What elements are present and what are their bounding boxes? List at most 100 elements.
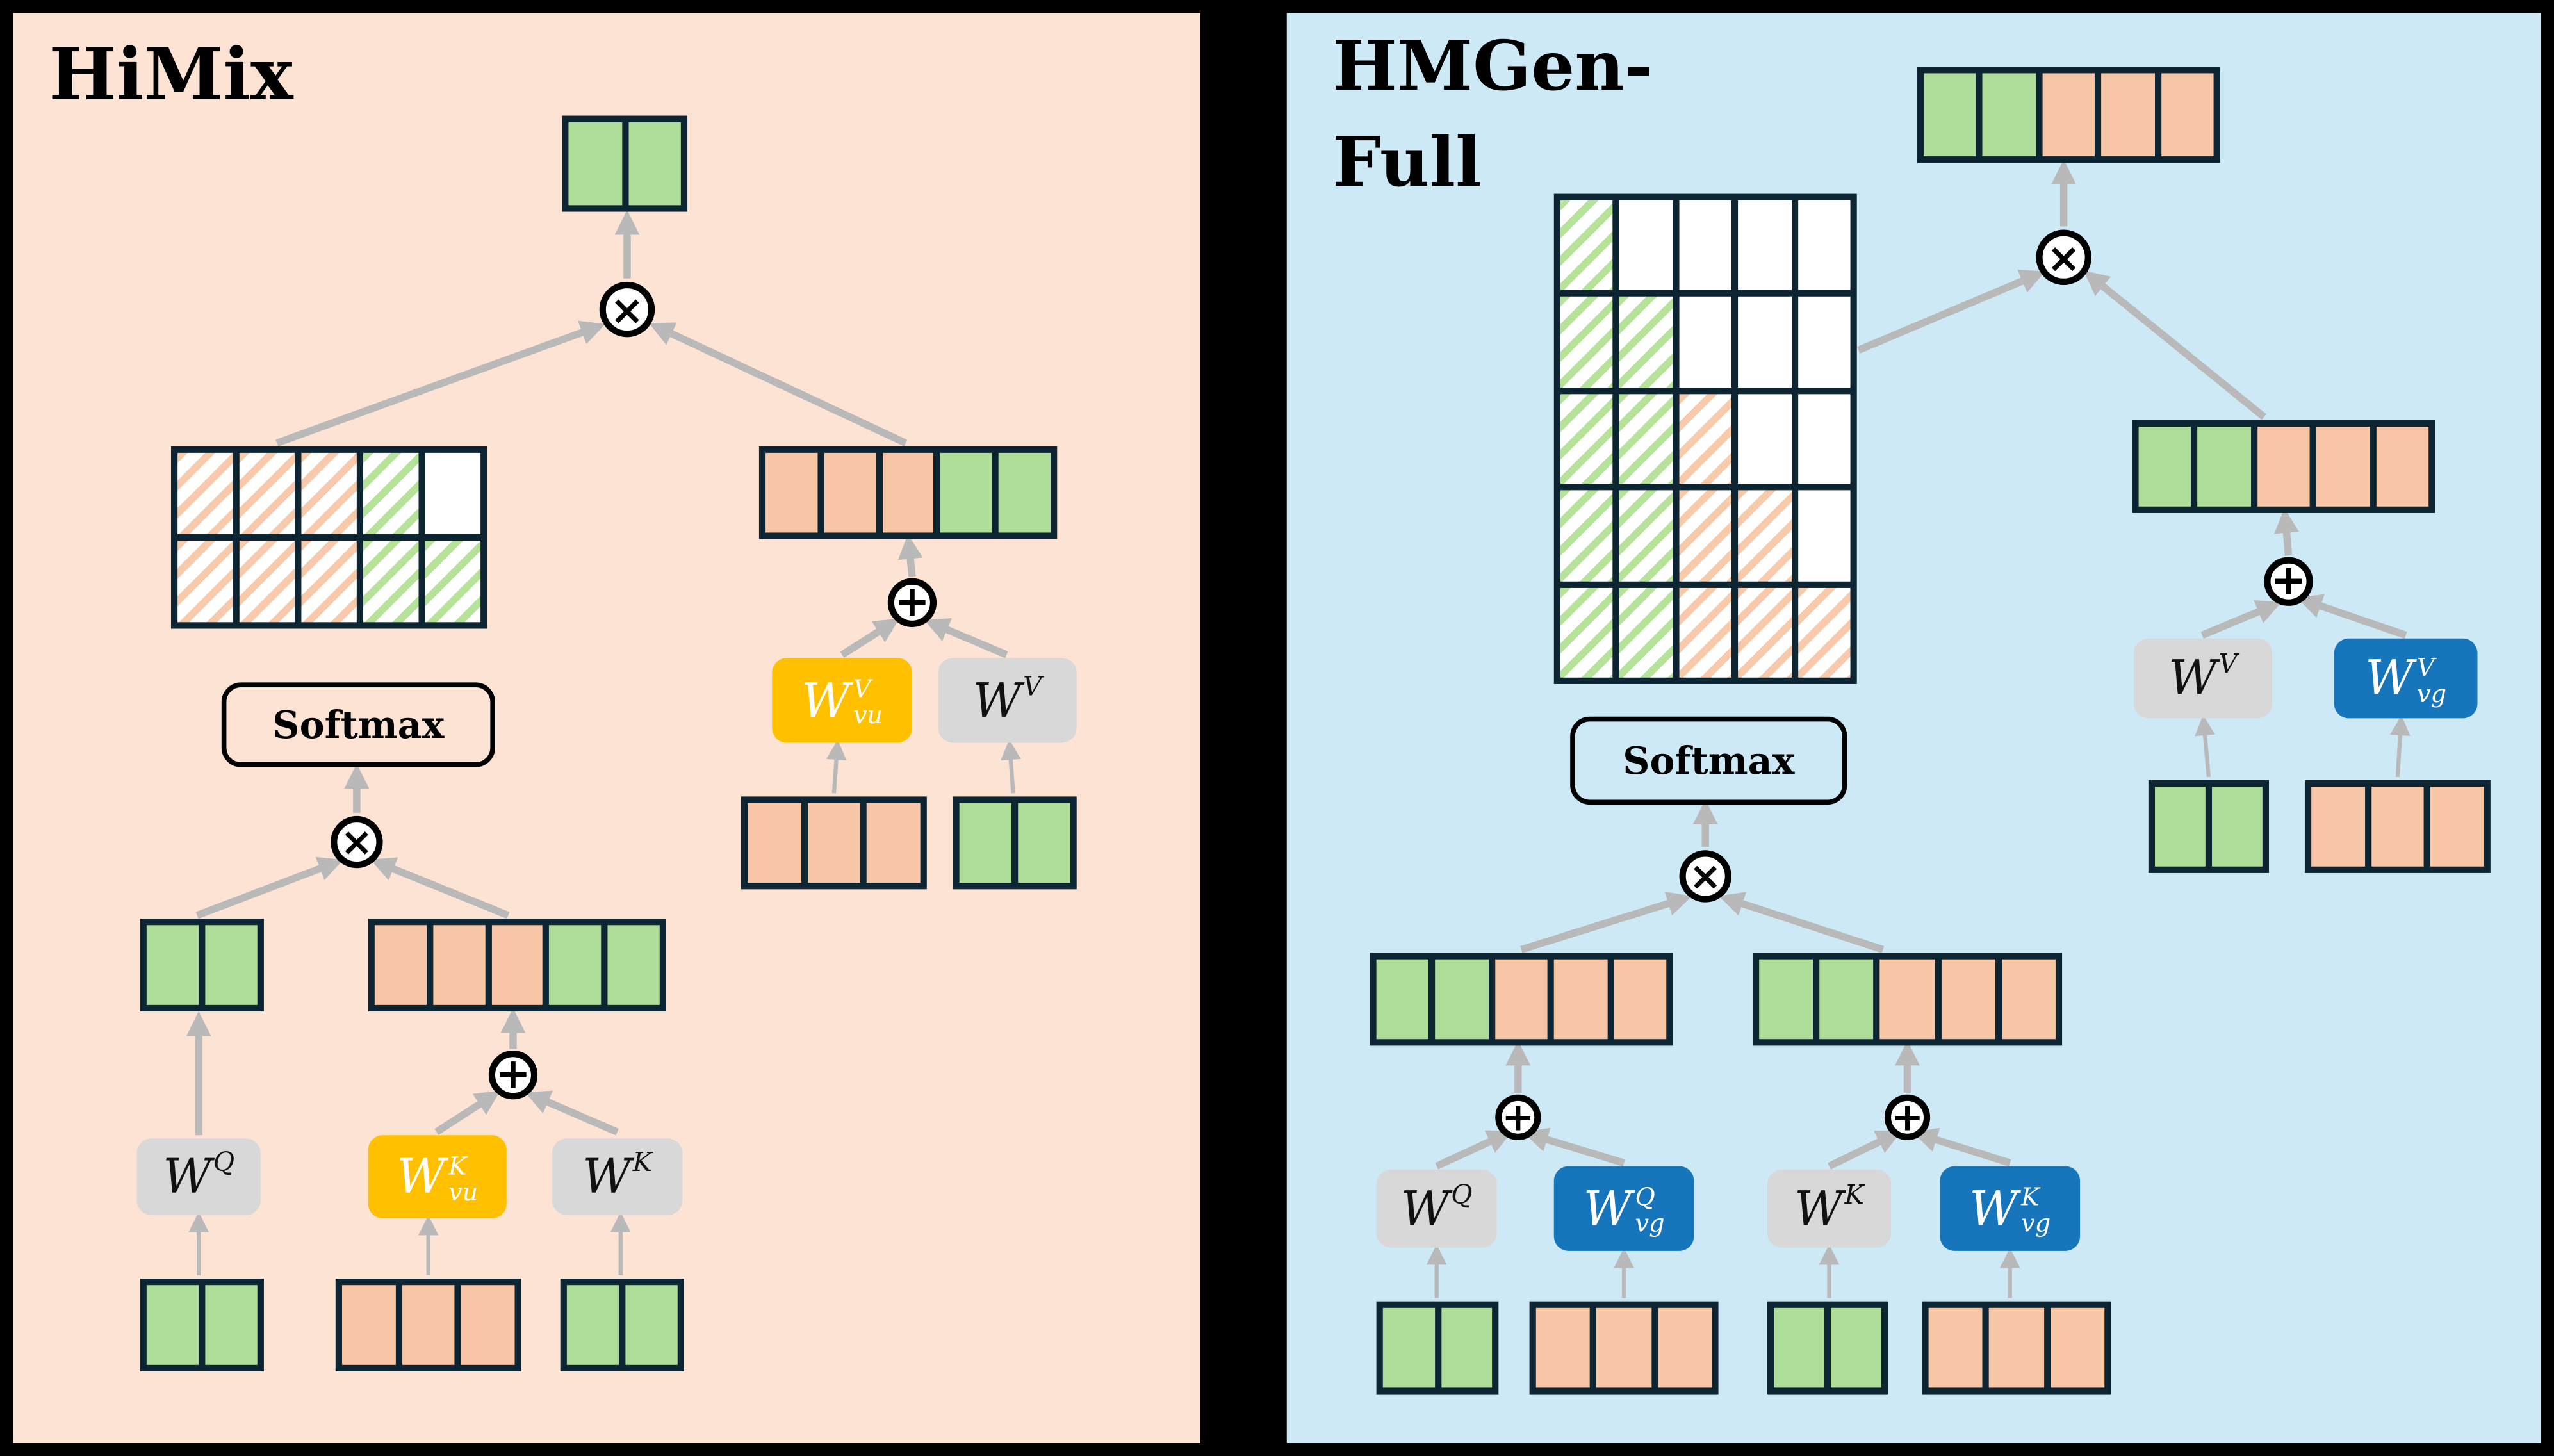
arrow <box>1520 891 1692 953</box>
himix-value-mix-block <box>758 446 1058 539</box>
token-cell-w <box>1738 200 1792 291</box>
weight-sup: V <box>2218 648 2238 680</box>
arrow <box>2296 594 2407 639</box>
add-op-circle: + <box>2264 557 2313 606</box>
token-cell-oh <box>1679 587 1732 678</box>
weight-base: W <box>397 1148 445 1204</box>
token-cell-g <box>1759 959 1813 1040</box>
token-cell-g <box>2198 427 2251 507</box>
token-cell-o <box>748 803 801 883</box>
add-symbol: + <box>894 578 930 627</box>
weight-base: W <box>801 671 850 728</box>
add-op-circle: + <box>488 1051 538 1100</box>
token-cell-oh <box>239 541 295 623</box>
token-cell-gh <box>1560 297 1614 388</box>
arrow <box>370 857 510 919</box>
token-cell-g <box>625 1285 678 1365</box>
token-cell-o <box>461 1285 515 1365</box>
token-cell-oh <box>301 541 357 623</box>
arrow <box>897 534 923 577</box>
arrow <box>1719 892 1885 953</box>
arrow <box>840 618 900 658</box>
token-cell-gh <box>363 541 419 623</box>
arrow <box>195 856 343 919</box>
token-cell-oh <box>1679 490 1732 581</box>
token-cell-g <box>566 1285 619 1365</box>
token-cell-g <box>549 925 602 1005</box>
arrow <box>1523 1127 1625 1166</box>
token-cell-g <box>1774 1307 1824 1388</box>
token-cell-g <box>1018 803 1070 883</box>
arrow <box>826 739 847 794</box>
arrow <box>1000 739 1021 794</box>
token-cell-o <box>1928 1307 1983 1388</box>
token-cell-w <box>1738 297 1792 388</box>
token-cell-g <box>205 1285 258 1365</box>
token-cell-gh <box>1560 587 1614 678</box>
arrow <box>275 320 606 447</box>
token-cell-gh <box>1619 587 1673 678</box>
token-cell-g <box>146 1285 199 1365</box>
token-cell-g <box>2138 427 2192 507</box>
hmgen-visual-key-input-block <box>1767 1301 1888 1395</box>
token-cell-g <box>1983 73 2036 157</box>
token-cell-g <box>1376 959 1430 1040</box>
token-cell-g <box>999 452 1051 533</box>
hmgen-full-title: HMGen- Full <box>1332 20 1653 211</box>
matrix-row <box>1560 200 1851 291</box>
token-cell-g <box>607 925 660 1005</box>
hmgen-attention-matrix <box>1553 193 1857 684</box>
token-cell-o <box>1494 959 1548 1040</box>
arrow <box>2389 715 2411 778</box>
token-cell-o <box>2001 959 2056 1040</box>
himix-query-input-block <box>140 1279 264 1371</box>
arrow <box>2083 270 2266 420</box>
token-cell-w <box>1797 490 1851 581</box>
weight-sup: Q <box>1635 1182 1655 1213</box>
add-symbol: + <box>1502 1094 1535 1140</box>
token-cell-gh <box>1560 490 1614 581</box>
himix-key-input-block <box>560 1279 684 1371</box>
token-cell-gh <box>1560 393 1614 484</box>
hmgen-text-key-input-block <box>1922 1301 2111 1395</box>
token-cell-g <box>568 122 622 206</box>
hmgen-visual-query-input-block <box>1376 1301 1499 1395</box>
token-cell-oh <box>1679 393 1732 484</box>
arrow <box>649 322 908 446</box>
multiply-symbol: × <box>610 286 644 333</box>
himix-output-block <box>562 115 688 212</box>
matrix-row <box>1560 393 1851 484</box>
hmgen-key-mix-block <box>1752 953 2063 1046</box>
softmax-label: Softmax <box>1623 739 1795 783</box>
add-op-circle: + <box>887 578 937 627</box>
hmgen-title-line1: HMGen- <box>1332 26 1653 106</box>
token-cell-w <box>1797 200 1851 291</box>
token-cell-o <box>2050 1307 2105 1388</box>
weight-sup: Q <box>213 1147 235 1178</box>
arrow <box>1912 1127 2011 1166</box>
token-cell-g <box>1819 959 1874 1040</box>
token-cell-g <box>146 925 199 1005</box>
token-cell-o <box>2316 427 2370 507</box>
arrow <box>1857 269 2045 354</box>
multiply-op-circle: × <box>331 815 383 869</box>
token-cell-o <box>765 452 817 533</box>
token-cell-gh <box>425 541 481 623</box>
weight-sub: vu <box>853 700 883 730</box>
weight-base: W <box>582 1148 632 1204</box>
hmgen-output-block <box>1917 67 2220 163</box>
token-cell-oh <box>1738 587 1792 678</box>
weight-sup: Q <box>1451 1178 1473 1209</box>
token-cell-g <box>205 925 258 1005</box>
token-cell-gh <box>1619 297 1673 388</box>
himix-text-value-input-block <box>741 796 927 890</box>
token-cell-o <box>2101 73 2155 157</box>
token-cell-o <box>1880 959 1935 1040</box>
